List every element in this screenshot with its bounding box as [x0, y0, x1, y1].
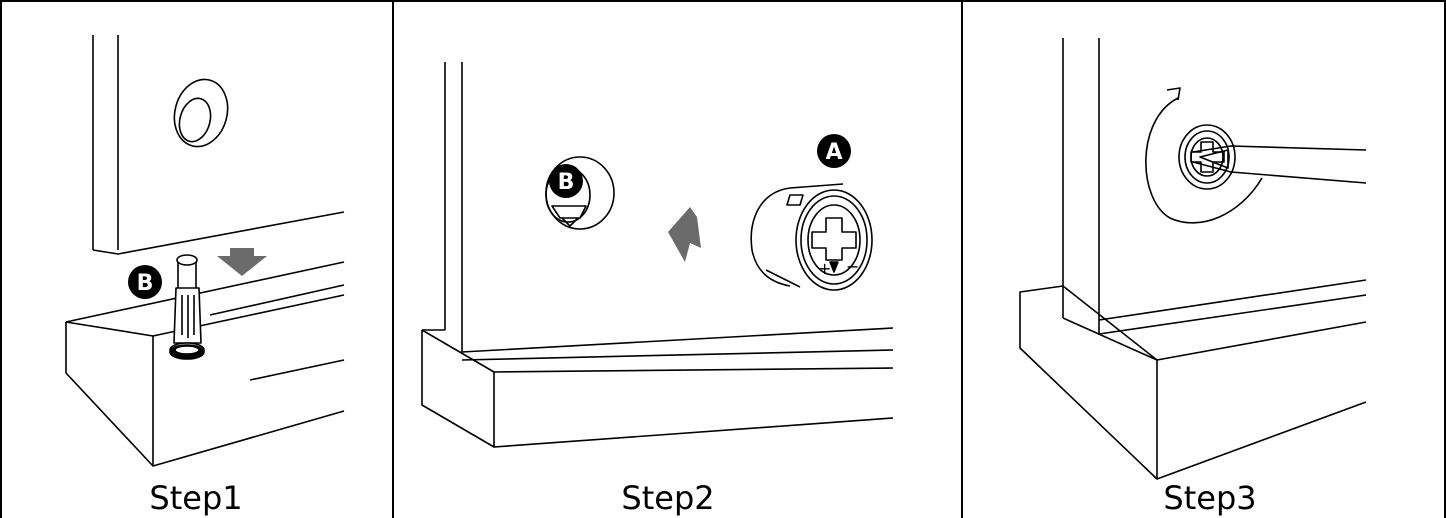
left-arrow-icon: [668, 207, 701, 262]
down-arrow-icon: [217, 248, 267, 276]
step3-label: Step3: [1163, 479, 1257, 517]
svg-text:−: −: [846, 257, 859, 276]
svg-text:A: A: [825, 140, 842, 165]
step1-label: Step1: [149, 479, 243, 517]
svg-text:B: B: [558, 170, 575, 195]
cam-hole: [173, 78, 229, 148]
step2-label: Step2: [621, 479, 715, 517]
rotate-arrow-icon: [1145, 87, 1263, 224]
step3-illustration: [1019, 38, 1367, 480]
screwdriver: [1192, 145, 1367, 184]
bolt-hole: [545, 156, 615, 230]
step1-illustration: [65, 35, 345, 467]
base-board: [1019, 285, 1367, 480]
badge-a-step2: A: [817, 134, 851, 168]
cam-lock: [1178, 124, 1236, 190]
cam-bolt: [169, 254, 205, 360]
svg-text:B: B: [137, 271, 154, 296]
base-board: [65, 261, 345, 467]
cam-lock: + −: [750, 183, 873, 291]
vertical-board: [422, 62, 463, 352]
svg-text:+: +: [818, 259, 831, 278]
vertical-board: [1062, 38, 1367, 335]
step2-illustration: + −: [421, 62, 894, 448]
vertical-board: [92, 35, 345, 255]
badge-b-step2: B: [549, 164, 583, 198]
badge-b-step1: B: [128, 265, 162, 299]
base-board: [421, 327, 894, 448]
